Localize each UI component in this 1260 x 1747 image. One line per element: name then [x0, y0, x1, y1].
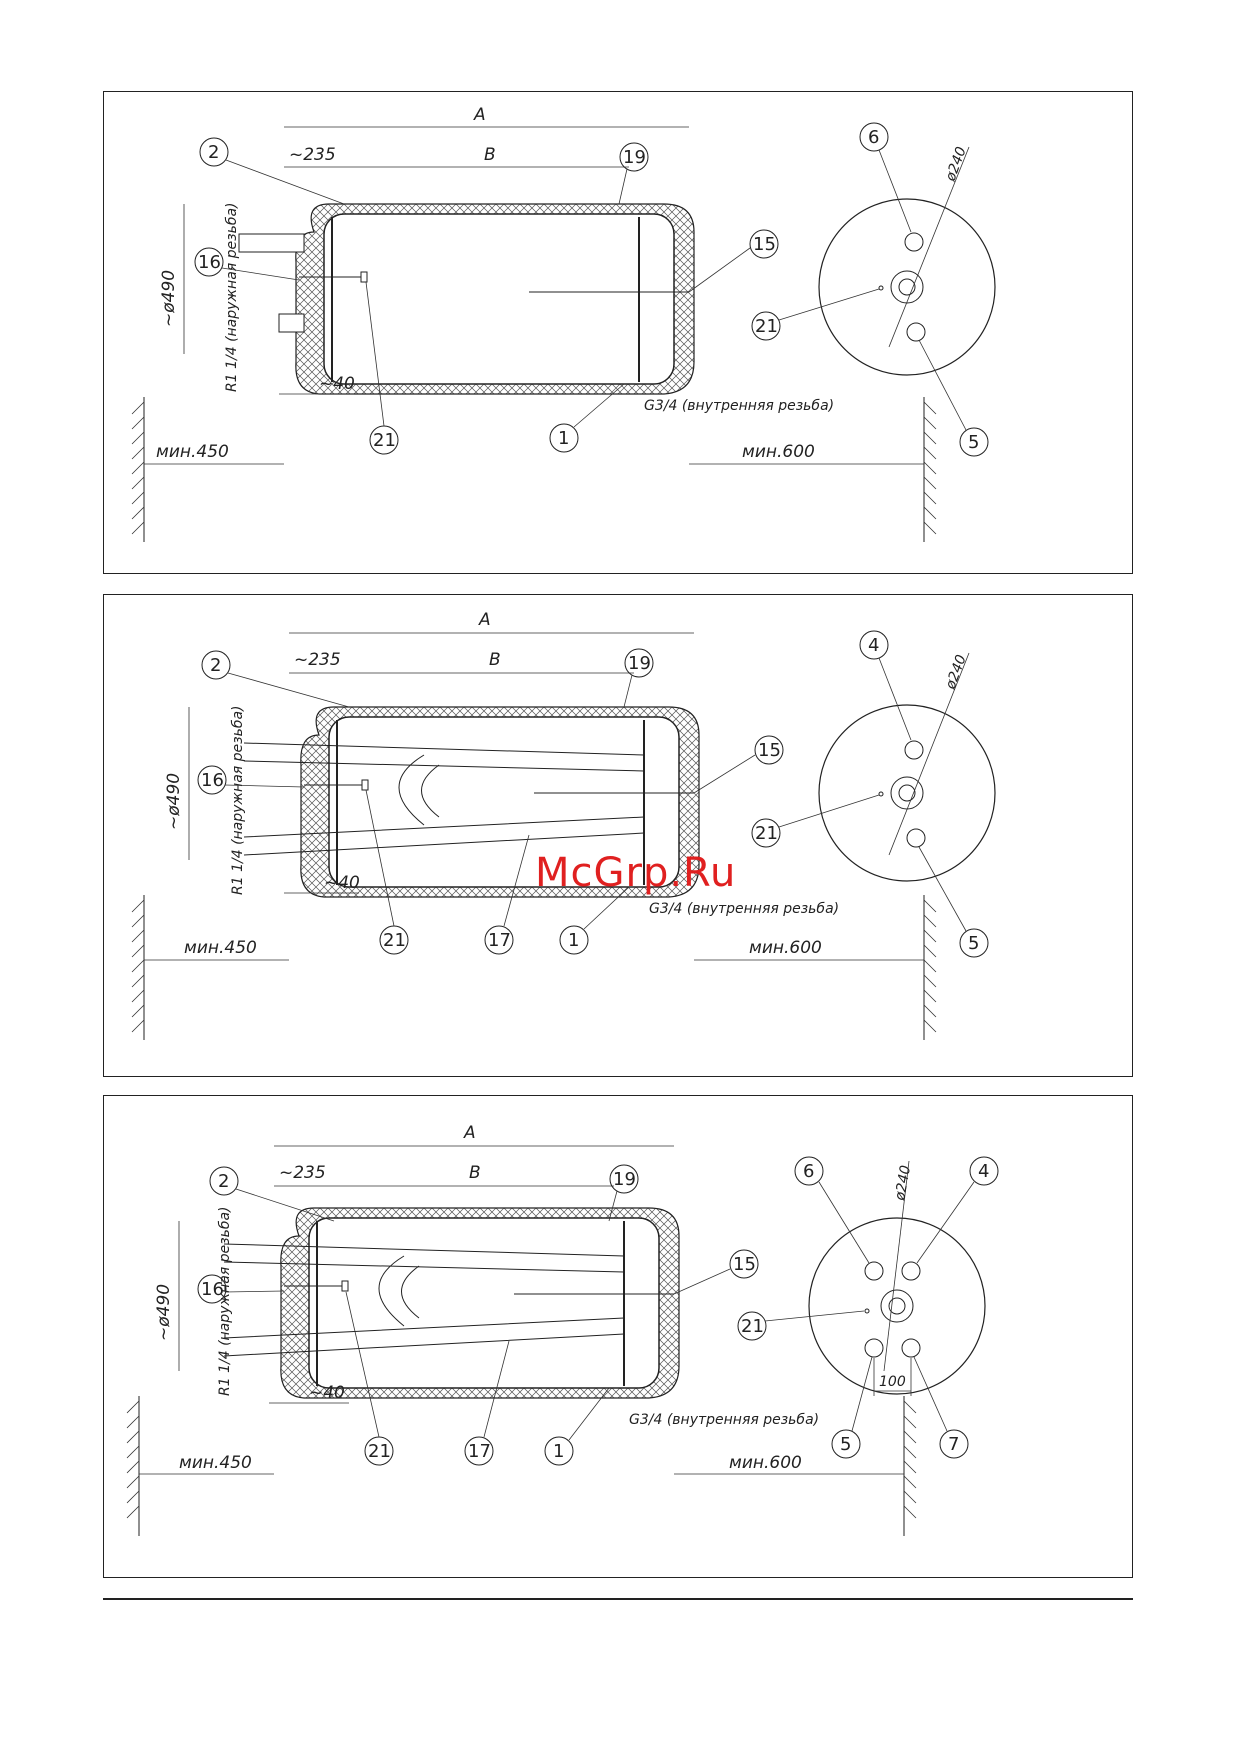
- dim-min600: мин.600: [749, 938, 822, 958]
- tank-body: [243, 706, 700, 898]
- bottom-rule: [103, 1598, 1133, 1600]
- thread-left-label: R1 1/4 (наружная резьба): [217, 1206, 233, 1396]
- dimensions: A B ~235 ~ø490 ~40 мин.450 мин.600 R1 1/…: [144, 610, 924, 961]
- dim-40: ~40: [324, 873, 360, 893]
- dim-235: ~235: [294, 650, 341, 670]
- drawing-2-svg: A B ~235 ~ø490 ~40 мин.450 мин.600 R1 1/…: [131, 610, 996, 1040]
- callout-21: 21: [368, 1441, 391, 1462]
- thread-right-label: G3/4 (внутренняя резьба): [649, 901, 839, 917]
- callout-2: 2: [208, 142, 219, 163]
- callout-19: 19: [623, 147, 646, 168]
- drawing-panel-3: A B ~235 ~ø490 ~40 мин.450 мин.600 R1 1/…: [103, 1095, 1133, 1578]
- wall-right: [923, 895, 937, 1040]
- callout-16: 16: [201, 770, 224, 791]
- end-callout-5: 5: [968, 432, 979, 453]
- dimensions: A B ~235 ~ø490 ~40 мин.450 мин.600 R1 1/…: [144, 105, 924, 465]
- end-callout-4: 4: [868, 635, 879, 656]
- wall-left: [131, 397, 145, 542]
- wall-left: [131, 895, 145, 1040]
- dim-235: ~235: [289, 145, 336, 165]
- callout-1: 1: [558, 428, 569, 449]
- callout-21: 21: [373, 430, 396, 451]
- wall-right: [903, 1396, 917, 1536]
- dim-240: ø240: [942, 145, 969, 185]
- callout-16: 16: [201, 1279, 224, 1300]
- dim-min450: мин.450: [179, 1453, 252, 1473]
- end-callout-4: 4: [978, 1161, 989, 1182]
- callout-17: 17: [468, 1441, 491, 1462]
- drawing-1-svg: A B ~235 ~ø490 ~40 мин.450 мин.600 R1 1/…: [131, 105, 996, 542]
- callout-2: 2: [218, 1171, 229, 1192]
- end-callout-7: 7: [948, 1434, 959, 1455]
- thread-right-label: G3/4 (внутренняя резьба): [629, 1412, 819, 1428]
- callout-15: 15: [753, 234, 776, 255]
- dim-b: B: [469, 1163, 481, 1183]
- dim-min600: мин.600: [742, 442, 815, 462]
- dim-490: ~ø490: [154, 1284, 174, 1341]
- tank-body: [238, 203, 695, 395]
- callouts: 2 16 21 17 1 19 15: [197, 1164, 759, 1466]
- callout-1: 1: [568, 930, 579, 951]
- thread-right-label: G3/4 (внутренняя резьба): [644, 398, 834, 414]
- end-callout-21: 21: [755, 823, 778, 844]
- thread-left-label: R1 1/4 (наружная резьба): [230, 705, 246, 895]
- end-callout-21: 21: [755, 316, 778, 337]
- dim-235: ~235: [279, 1163, 326, 1183]
- callout-19: 19: [628, 653, 651, 674]
- end-callout-6: 6: [803, 1161, 814, 1182]
- tank-body: [223, 1207, 680, 1399]
- dim-240: ø240: [942, 653, 969, 693]
- dim-40: ~40: [309, 1383, 345, 1403]
- dim-a: A: [463, 1123, 476, 1143]
- callout-19: 19: [613, 1169, 636, 1190]
- callouts: 2 16 21 17 1 19 15: [197, 648, 784, 955]
- wall-left: [126, 1396, 140, 1536]
- wall-right: [923, 397, 937, 542]
- end-callout-21: 21: [741, 1316, 764, 1337]
- drawing-3-svg: A B ~235 ~ø490 ~40 мин.450 мин.600 R1 1/…: [126, 1123, 999, 1536]
- dim-b: B: [489, 650, 501, 670]
- dim-40: ~40: [319, 374, 355, 394]
- dim-b: B: [484, 145, 496, 165]
- dim-min600: мин.600: [729, 1453, 802, 1473]
- callout-15: 15: [758, 740, 781, 761]
- dim-490: ~ø490: [159, 270, 179, 327]
- callouts: 2 16 21 1 19 15: [194, 137, 779, 455]
- dimensions: A B ~235 ~ø490 ~40 мин.450 мин.600 R1 1/…: [139, 1123, 904, 1475]
- dim-100: 100: [879, 1374, 906, 1390]
- drawing-panel-1: A B ~235 ~ø490 ~40 мин.450 мин.600 R1 1/…: [103, 91, 1133, 574]
- thread-left-label: R1 1/4 (наружная резьба): [224, 202, 240, 392]
- end-callout-5: 5: [968, 933, 979, 954]
- callout-1: 1: [553, 1441, 564, 1462]
- dim-min450: мин.450: [184, 938, 257, 958]
- end-callout-6: 6: [868, 127, 879, 148]
- watermark: McGrp.Ru: [535, 850, 737, 896]
- callout-2: 2: [210, 655, 221, 676]
- callout-15: 15: [733, 1254, 756, 1275]
- end-view: ø240 100 6 4 21 5 7: [737, 1156, 999, 1459]
- callout-21: 21: [383, 930, 406, 951]
- callout-16: 16: [198, 252, 221, 273]
- dim-240: ø240: [892, 1164, 914, 1203]
- dim-a: A: [473, 105, 486, 125]
- dim-490: ~ø490: [164, 773, 184, 830]
- end-callout-5: 5: [840, 1434, 851, 1455]
- dim-min450: мин.450: [156, 442, 229, 462]
- drawing-panel-2: A B ~235 ~ø490 ~40 мин.450 мин.600 R1 1/…: [103, 594, 1133, 1077]
- callout-17: 17: [488, 930, 511, 951]
- dim-a: A: [478, 610, 491, 630]
